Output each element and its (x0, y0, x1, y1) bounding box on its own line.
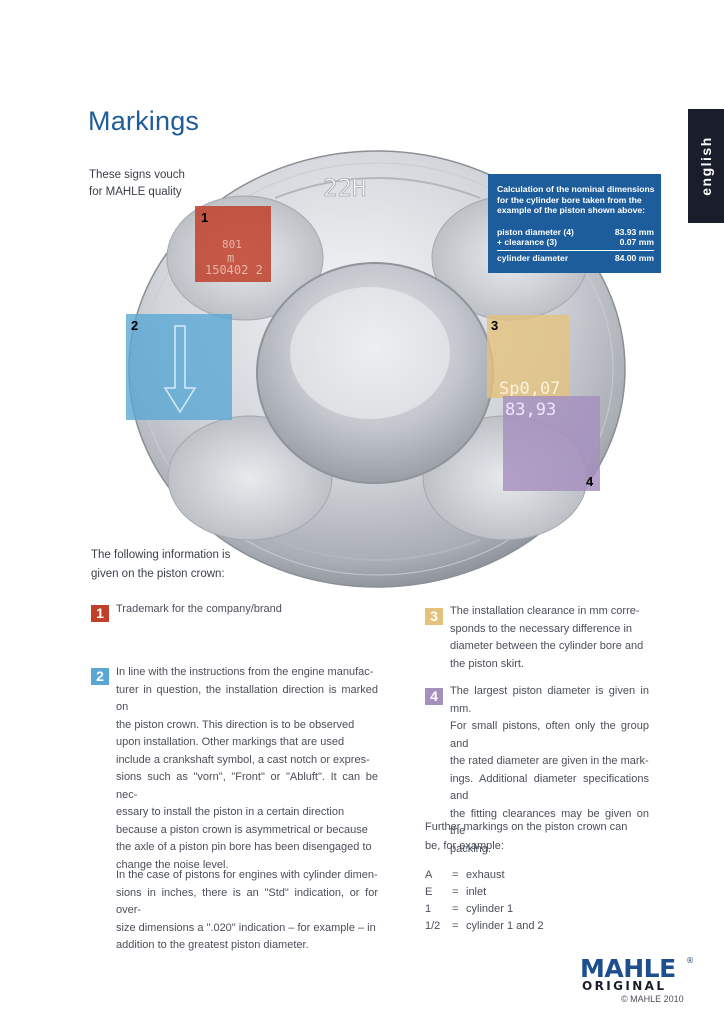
text-line: change the noise level. (116, 858, 229, 871)
vouch-text: These signs vouch for MAHLE quality (89, 167, 185, 201)
text-line: packing. (450, 842, 491, 855)
text-line: the piston crown. This direction is to b… (116, 718, 355, 731)
example-meaning: inlet (466, 886, 487, 898)
text-line: diameter between the cylinder bore and (450, 640, 644, 652)
calculation-label: piston diameter (4) (497, 227, 574, 237)
example-code: 1 (425, 903, 432, 915)
item-number-badge: 2 (91, 668, 109, 685)
text-line: essary to install the piston in a certai… (116, 806, 345, 818)
item-3-text: The installation clearance in mm corre- … (450, 603, 649, 673)
info-intro-line: The following information is (91, 549, 231, 561)
copyright: © MAHLE 2010 (621, 994, 684, 1004)
marking-1: 1 801 m 150402 2 (195, 206, 271, 282)
mahle-original-logo: MAHLE ® ORIGINAL (580, 954, 694, 993)
logo-word: ORIGINAL (582, 979, 666, 993)
calculation-value: 0.07 mm (619, 237, 654, 247)
item-4-text: The largest piston diameter is given in … (450, 683, 649, 858)
calculation-value: 84.00 mm (614, 253, 654, 263)
marking-3: 3 Sp0,07 (487, 315, 569, 399)
calculation-divider (497, 250, 654, 251)
marking-number: 2 (131, 318, 138, 333)
marking-number: 3 (491, 318, 498, 333)
text-line: The largest piston diameter is given in … (450, 685, 649, 715)
text-line: sions such as "vorn", "Front" or "Abluft… (116, 771, 378, 801)
direction-arrow-icon (163, 325, 197, 414)
text-line: In line with the instructions from the e… (116, 666, 374, 678)
language-tab[interactable]: english (688, 109, 724, 223)
calculation-heading: Calculation of the nominal dimensions fo… (497, 184, 657, 216)
calculation-label: cylinder diameter (497, 253, 569, 263)
example-meaning: cylinder 1 and 2 (466, 920, 544, 932)
info-intro: The following information is given on th… (91, 546, 230, 584)
marking-number: 1 (201, 210, 208, 225)
calculation-row: + clearance (3) 0.07 mm (497, 237, 654, 247)
marking-2: 2 (126, 314, 232, 420)
text-line: sions in inches, there is an "Std" indic… (116, 886, 378, 917)
example-equals: = (452, 886, 459, 898)
text-line: the fitting clearances may be given on t… (450, 807, 649, 838)
example-code: A (425, 869, 433, 881)
text-line: the rated diameter are given in the mark… (450, 755, 649, 767)
example-equals: = (452, 903, 459, 915)
registered-mark: ® (686, 956, 694, 965)
marking-text: 150402 2 (205, 263, 263, 277)
calculation-label: + clearance (3) (497, 237, 557, 247)
example-meaning: cylinder 1 (466, 903, 514, 915)
text-line: ings. Additional diameter specifications… (450, 772, 649, 803)
page-title: Markings (88, 106, 200, 136)
calculation-row: piston diameter (4) 83.93 mm (497, 227, 654, 237)
calculation-value: 83.93 mm (614, 227, 654, 237)
example-code: E (425, 886, 433, 898)
text-line: upon installation. Other markings that a… (116, 736, 345, 748)
example-code: 1/2 (425, 920, 441, 932)
item-1-text: Trademark for the company/brand (116, 601, 378, 619)
text-line: For small pistons, often only the group … (450, 720, 649, 750)
marking-text: Sp0,07 (499, 379, 560, 399)
top-engraving-text: 22H (323, 174, 366, 202)
calculation-heading-line: Calculation of the nominal dimensions (497, 184, 655, 194)
item-number-badge: 4 (425, 688, 443, 705)
marking-number: 4 (586, 474, 594, 489)
example-meaning: exhaust (466, 869, 505, 881)
marking-text: 801 (222, 238, 242, 251)
text-line: turer in question, the installation dire… (116, 683, 378, 714)
item-number-badge: 3 (425, 608, 443, 625)
calculation-row: cylinder diameter 84.00 mm (497, 253, 654, 263)
vouch-line: for MAHLE quality (89, 186, 182, 198)
logo-word: MAHLE (580, 954, 676, 983)
vouch-line: These signs vouch (89, 169, 185, 181)
calculation-heading-line: example of the piston shown above: (497, 205, 646, 215)
text-line: size dimensions a ".020" indication – fo… (116, 921, 376, 934)
info-intro-line: given on the piston crown: (91, 568, 225, 580)
inches-paragraph: In the case of pistons for engines with … (116, 867, 378, 955)
item-2-text: In line with the instructions from the e… (116, 664, 378, 874)
text-line: Further markings on the piston crown can (425, 821, 628, 833)
text-line: the piston skirt. (450, 657, 524, 670)
text-line: be, for example: (425, 840, 504, 852)
calculation-heading-line: for the cylinder bore taken from the (497, 194, 642, 205)
example-equals: = (452, 920, 459, 932)
text-line: the axle of a piston pin bore has been d… (116, 841, 372, 853)
text-line: sponds to the necessary difference in (450, 622, 633, 635)
text-line: because a piston crown is asymmetrical o… (116, 823, 368, 836)
item-number-badge: 1 (91, 605, 109, 622)
example-equals: = (452, 869, 459, 881)
calculation-box: Calculation of the nominal dimensions fo… (488, 174, 661, 273)
text-line: In the case of pistons for engines with … (116, 869, 378, 881)
text-line: Trademark for the company/brand (116, 603, 282, 615)
marking-text: 83,93 (505, 400, 556, 420)
further-markings-intro: Further markings on the piston crown can… (425, 818, 627, 856)
marking-text: m (227, 251, 234, 265)
text-line: The installation clearance in mm corre- (450, 605, 640, 617)
marking-4: 83,93 4 (503, 396, 600, 491)
text-line: addition to the greatest piston diameter… (116, 939, 309, 951)
language-tab-label: english (698, 136, 714, 196)
text-line: include a crankshaft symbol, a cast notc… (116, 753, 370, 766)
